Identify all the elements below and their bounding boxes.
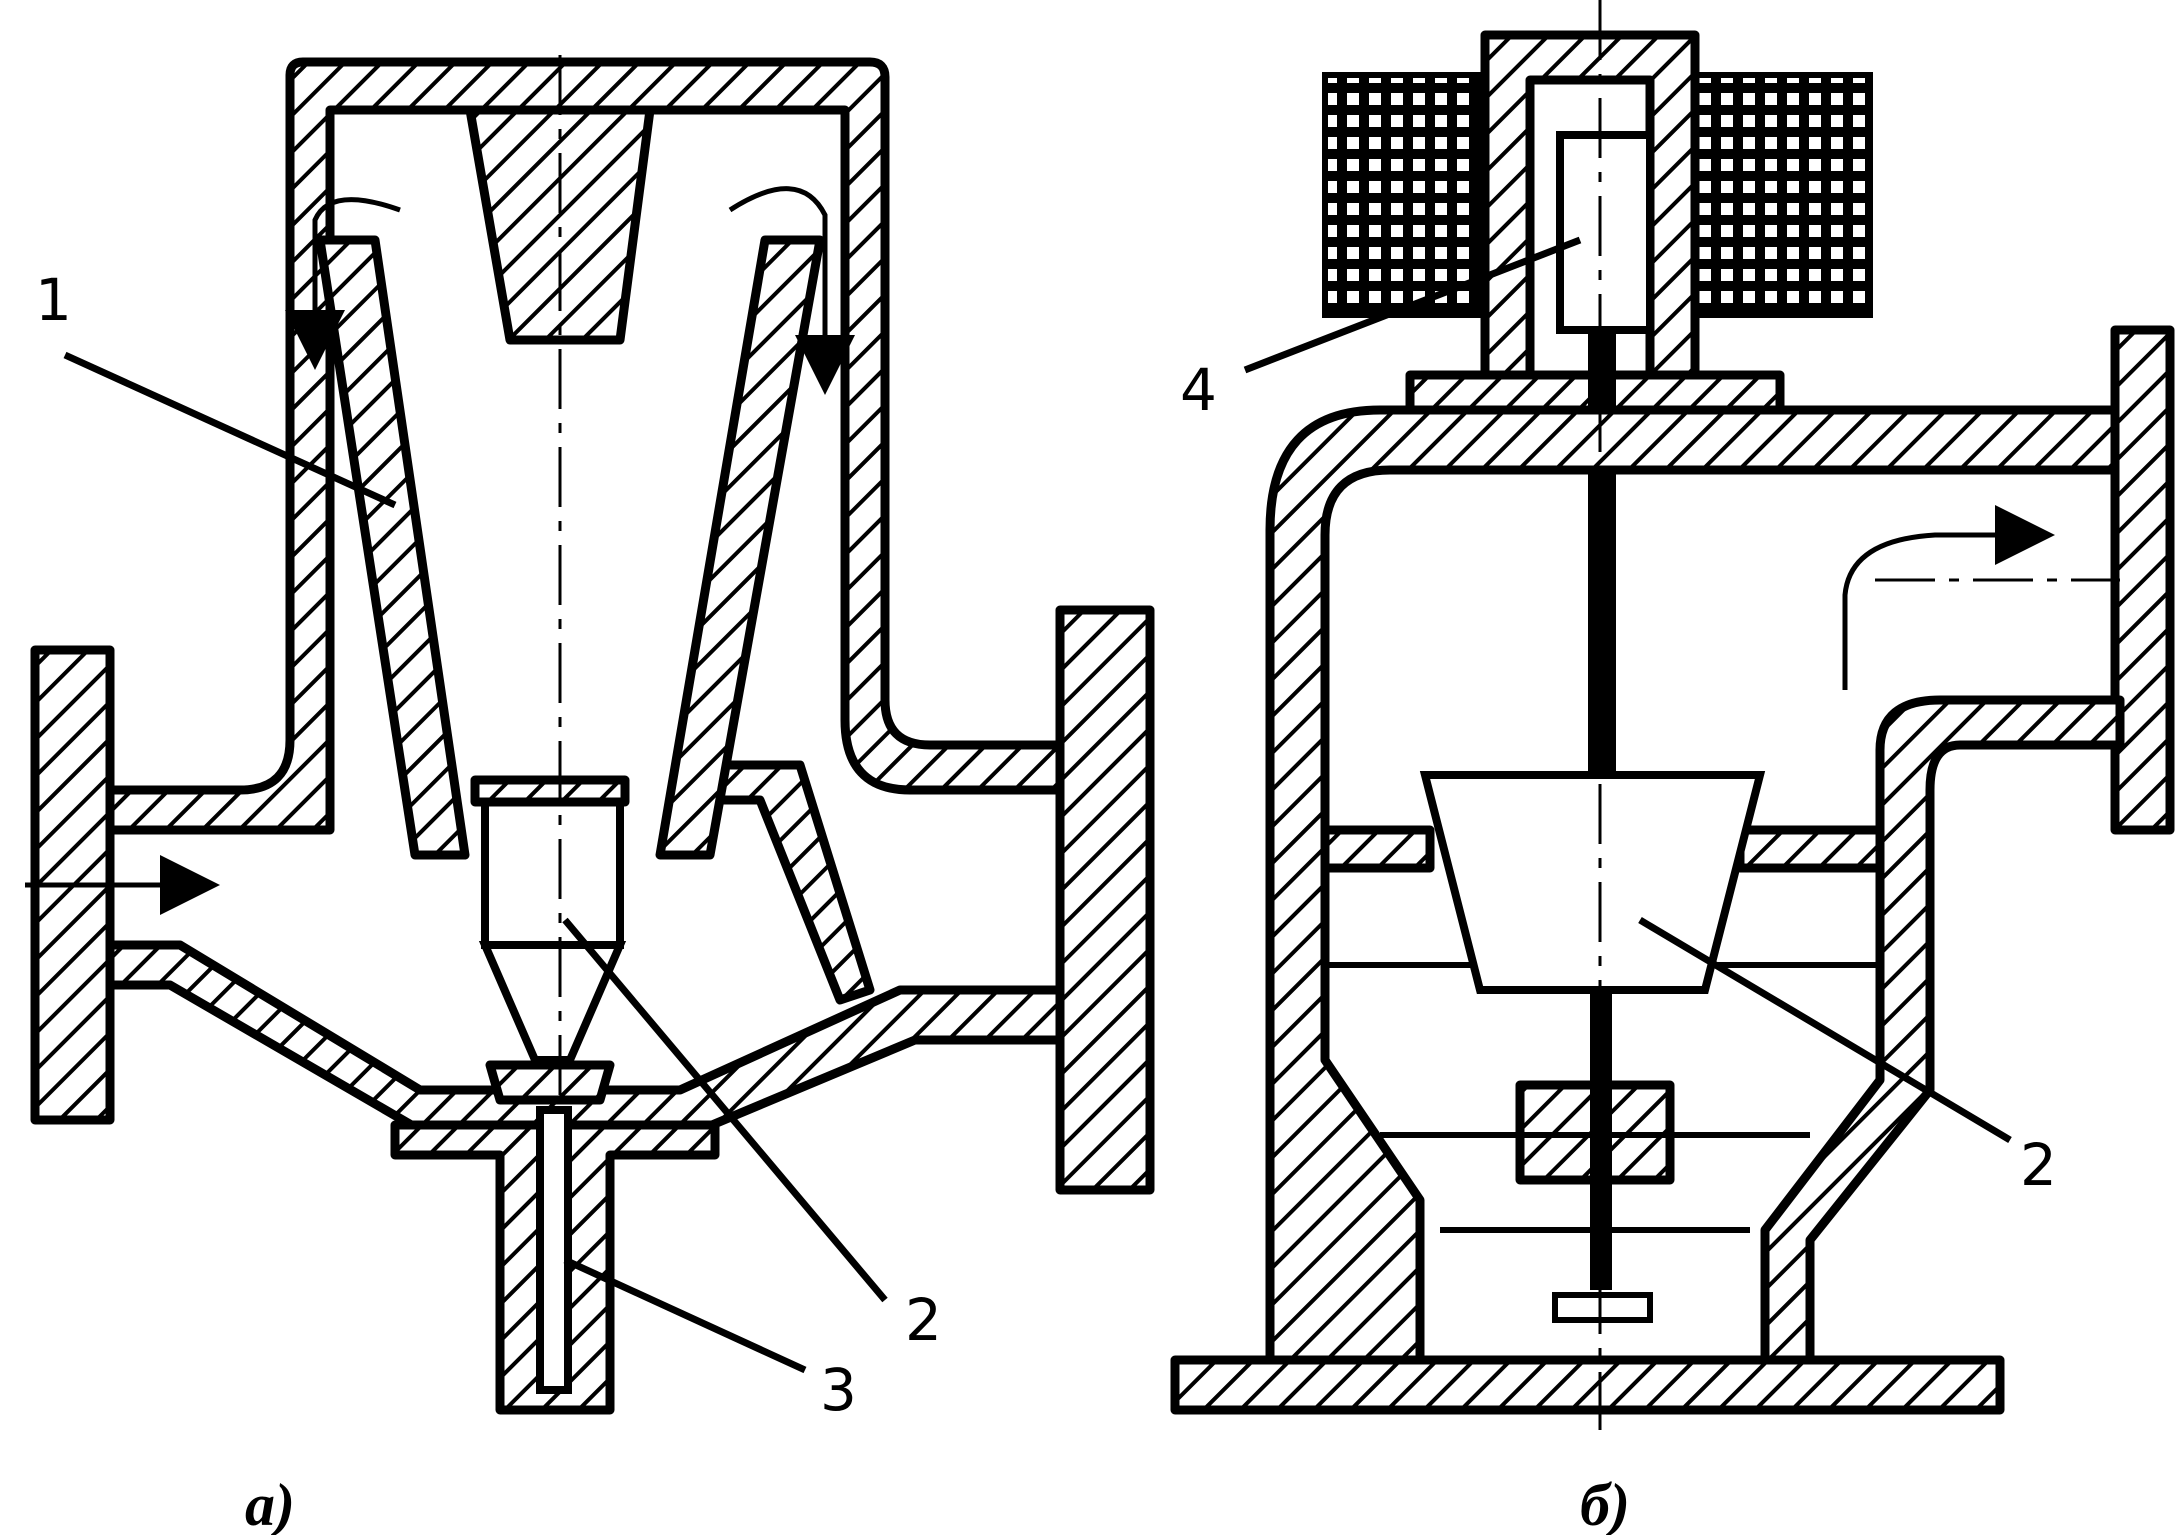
sensor-rod: [536, 1106, 572, 1394]
rod-foot: [1552, 1292, 1653, 1323]
coil-left: [1322, 72, 1483, 318]
diagram-a: 1 2 3 а): [25, 55, 1155, 1535]
callout-4: 4: [1180, 356, 1217, 424]
cone-left-wall: [315, 235, 470, 860]
pipe-upper-wall: [105, 57, 1065, 835]
seat-left: [1320, 825, 1435, 873]
outlet-flange: [1055, 605, 1155, 1195]
body-upper-wall: [1265, 405, 2125, 1375]
seat-right: [1735, 825, 1885, 873]
flow-arrow-right: [728, 186, 855, 395]
caption-b: б): [1580, 1472, 1630, 1535]
base-flange: [1170, 1355, 2005, 1415]
coil-right: [1692, 72, 1873, 318]
valve-needle-cone: [478, 941, 627, 1064]
leader-1: [63, 351, 397, 509]
body-right-wall: [1760, 695, 2125, 1375]
pipe-lower-wall: [105, 940, 1065, 1135]
leader-3: [563, 1256, 807, 1374]
outlet-flange-b: [2110, 325, 2175, 835]
cone-right-wall: [655, 235, 825, 860]
plunger: [1556, 131, 1654, 334]
flow-arrow-left: [285, 197, 401, 370]
top-plug: [465, 105, 655, 345]
callout-2b: 2: [2020, 1131, 2057, 1199]
seat-ring: [485, 1060, 615, 1105]
lower-rod: [1590, 990, 1612, 1290]
callout-1: 1: [35, 266, 72, 334]
caption-a: а): [245, 1472, 295, 1535]
valve-plug-2b: [1419, 771, 1766, 994]
valve-cap: [470, 775, 630, 807]
leader-4: [1243, 236, 1582, 374]
diagram-b: 4 2 б): [1170, 0, 2175, 1535]
callout-2a: 2: [905, 1286, 942, 1354]
callout-3: 3: [820, 1356, 857, 1424]
leader-2a: [562, 917, 888, 1303]
valve-plug-2: [481, 786, 624, 949]
outlet-flow-arrow: [1842, 505, 2055, 690]
plunger-rod: [1588, 330, 1616, 780]
leader-2b: [1638, 916, 2012, 1144]
